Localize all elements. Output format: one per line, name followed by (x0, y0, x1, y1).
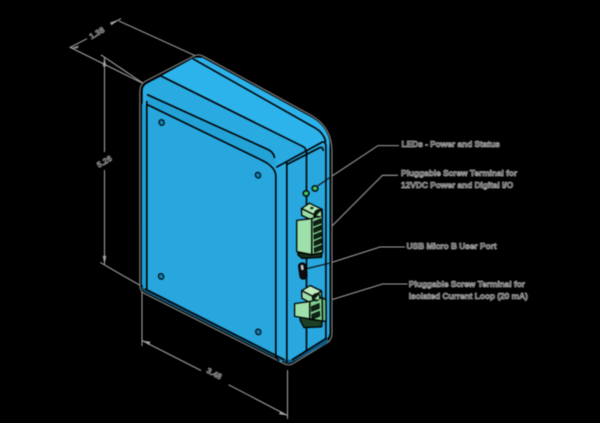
svg-text:5.26: 5.26 (95, 154, 114, 170)
svg-text:3.48: 3.48 (205, 366, 224, 382)
svg-text:1.38: 1.38 (88, 25, 107, 41)
